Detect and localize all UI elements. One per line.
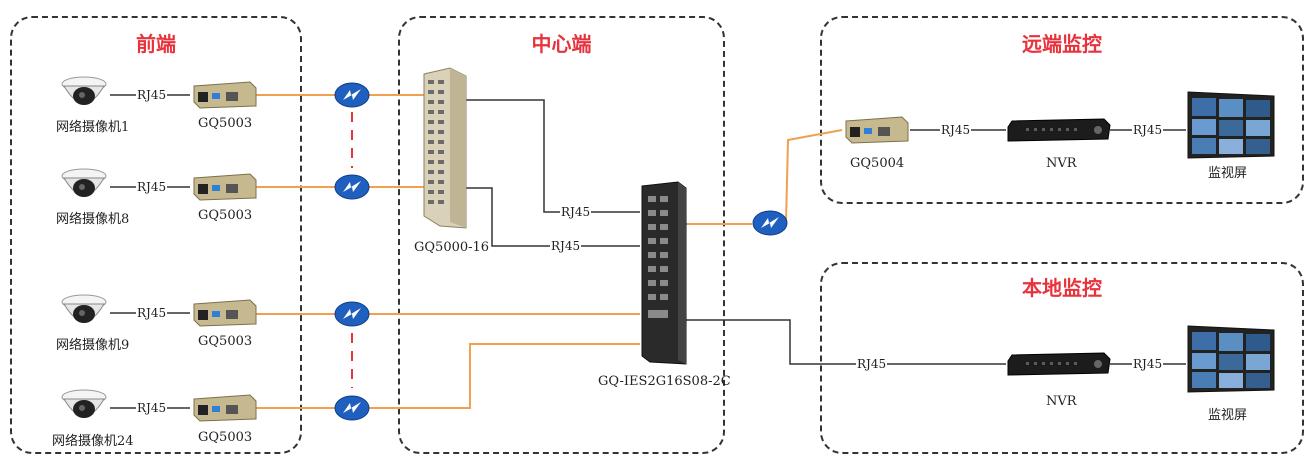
local-monitor-group: [820, 262, 1304, 454]
remote-converter-label: GQ5004: [850, 156, 905, 171]
front-group-title: 前端: [136, 32, 176, 56]
remote-monitor-label: 监视屏: [1208, 166, 1248, 181]
fiber-link-icon: [752, 210, 788, 236]
copper-switch-local-nvr: [686, 319, 1006, 365]
center-group-title: 中心端: [531, 32, 592, 56]
rj45-label-remote-2: RJ45: [1132, 123, 1164, 137]
camera-label: 网络摄像机24: [52, 434, 134, 449]
media-converter-icon: [845, 116, 909, 144]
camera-label: 网络摄像机8: [56, 212, 130, 227]
dome-camera-icon: [61, 168, 107, 197]
switch-label: GQ-IES2G16S08-2C: [598, 374, 731, 389]
media-converter-icon: [193, 299, 257, 327]
rj45-label-remote-1: RJ45: [940, 123, 972, 137]
camera-label: 网络摄像机9: [56, 338, 130, 353]
rj45-label-local-2: RJ45: [1132, 357, 1164, 371]
nvr-icon: [1007, 352, 1111, 376]
dome-camera-icon: [61, 76, 107, 105]
copper-chassis-switch-2: [466, 187, 640, 247]
local-monitor-label: 监视屏: [1208, 408, 1248, 423]
media-converter-icon: [193, 81, 257, 109]
rj45-label-cam9: RJ45: [136, 306, 168, 320]
remote-nvr-label: NVR: [1046, 156, 1077, 171]
local-nvr-label: NVR: [1046, 394, 1077, 409]
remote-group-title: 远端监控: [1022, 32, 1102, 56]
fiber-line-24: [256, 343, 640, 409]
rj45-label-local-1: RJ45: [856, 357, 888, 371]
converter-label: GQ5003: [198, 430, 253, 445]
dome-camera-icon: [61, 389, 107, 418]
center-group: [398, 16, 725, 454]
chassis-label: GQ5000-16: [414, 240, 490, 255]
fiber-link-icon: [334, 301, 370, 327]
rj45-label-chassis-switch-1: RJ45: [560, 205, 592, 219]
monitor-wall-icon: [1187, 91, 1275, 159]
rj45-label-chassis-switch-2: RJ45: [550, 239, 582, 253]
rj45-label-cam1: RJ45: [136, 88, 168, 102]
converter-label: GQ5003: [198, 116, 253, 131]
rj45-label-cam24: RJ45: [136, 401, 168, 415]
fiber-remote-up: [785, 129, 843, 223]
front-group: [10, 16, 302, 454]
network-switch-icon: [641, 181, 687, 365]
monitor-wall-icon: [1187, 325, 1275, 393]
converter-label: GQ5003: [198, 208, 253, 223]
camera-label: 网络摄像机1: [56, 120, 130, 135]
converter-label: GQ5003: [198, 334, 253, 349]
nvr-icon: [1007, 118, 1111, 142]
media-converter-icon: [193, 173, 257, 201]
media-converter-icon: [193, 394, 257, 422]
fiber-link-icon: [334, 82, 370, 108]
fiber-link-icon: [334, 395, 370, 421]
fiber-link-icon: [334, 174, 370, 200]
rj45-label-cam8: RJ45: [136, 180, 168, 194]
local-group-title: 本地监控: [1022, 276, 1102, 300]
dome-camera-icon: [61, 294, 107, 323]
converter-chassis-icon: [423, 67, 467, 229]
remote-monitor-group: [820, 16, 1304, 204]
copper-chassis-switch-1: [466, 99, 640, 213]
